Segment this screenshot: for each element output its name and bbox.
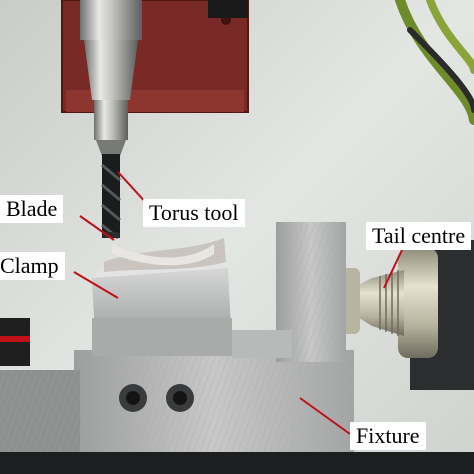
coolant-hoses — [395, 0, 474, 125]
leader-clamp — [73, 271, 119, 299]
clamp-block — [92, 262, 232, 356]
left-edge-object — [0, 318, 30, 366]
blade-label: Blade — [0, 195, 64, 223]
fixture-screws — [119, 384, 194, 412]
clamp-label: Clamp — [0, 252, 65, 280]
torus-tool-cutter — [101, 154, 121, 240]
blade-workpiece — [104, 238, 226, 272]
leader-fixture — [299, 397, 351, 435]
tool-holder — [80, 0, 142, 156]
leader-tail-centre — [383, 249, 403, 289]
fixture-block — [0, 222, 474, 474]
tail-centre-assembly — [318, 240, 474, 390]
tail-centre-label: Tail centre — [366, 222, 472, 250]
fixture-label: Fixture — [350, 422, 426, 450]
leader-blade — [79, 215, 115, 241]
torus-tool-label: Torus tool — [143, 199, 245, 227]
